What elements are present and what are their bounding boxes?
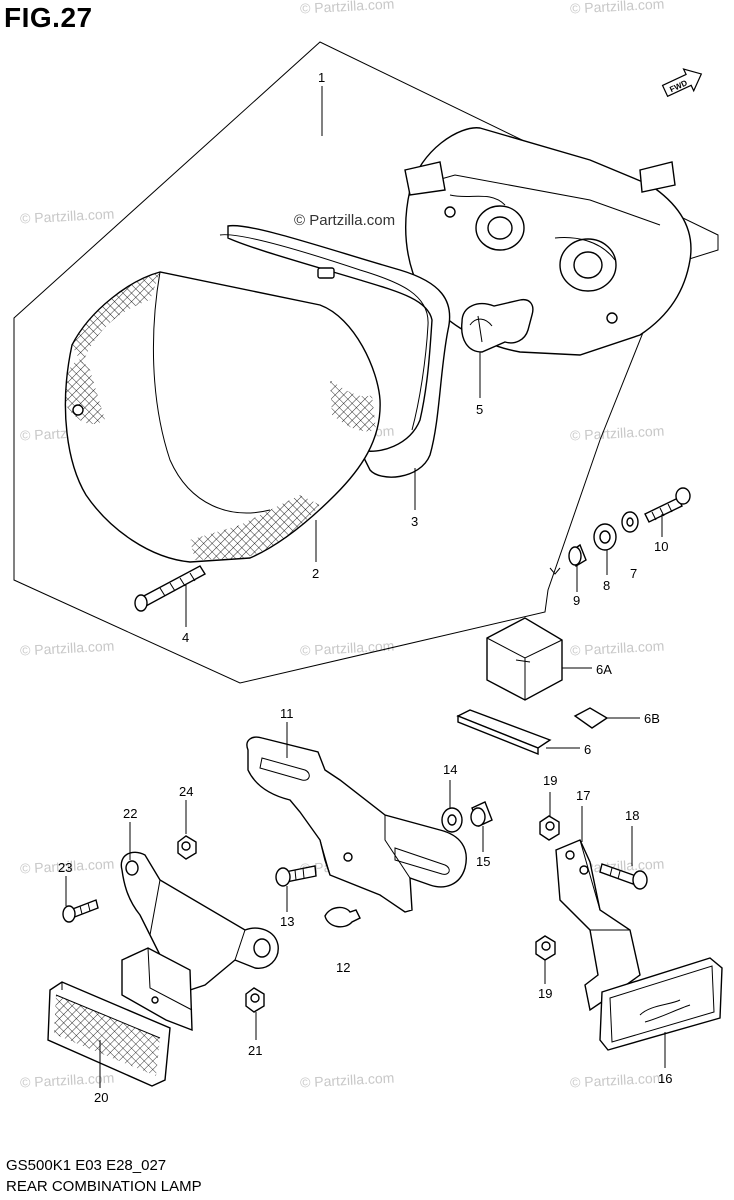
grommet-8 (593, 523, 617, 575)
nut-21 (245, 987, 265, 1040)
plug-12 (324, 906, 361, 928)
callout-12: 12 (336, 960, 350, 975)
screw-23 (62, 876, 99, 923)
bracket-17 (555, 806, 641, 1012)
callout-19-lower: 19 (538, 986, 552, 1001)
callout-13: 13 (280, 914, 294, 929)
callout-17: 17 (576, 788, 590, 803)
cushion-9 (568, 543, 587, 592)
callout-6: 6 (584, 742, 591, 757)
pad-6b (573, 707, 640, 729)
reflector-plate (121, 947, 193, 1032)
callout-9: 9 (573, 593, 580, 608)
cushion-6a (486, 617, 592, 701)
reflector-16 (599, 957, 723, 1068)
nut-19-lower (535, 935, 556, 984)
callout-22: 22 (123, 806, 137, 821)
part-7-bracket (549, 567, 561, 575)
callout-6a: 6A (596, 662, 612, 677)
figure-name: REAR COMBINATION LAMP (6, 1178, 202, 1195)
watermark-center: © Partzilla.com (294, 212, 396, 229)
bolt-13 (275, 865, 317, 912)
callout-19-upper: 19 (543, 773, 557, 788)
callout-11: 11 (280, 706, 294, 721)
lamp-housing (404, 127, 692, 356)
bolt-18 (599, 826, 648, 890)
nut-19-upper (539, 792, 560, 841)
callout-20: 20 (94, 1090, 108, 1105)
bracket-11 (246, 722, 467, 913)
reflector-20 (47, 981, 171, 1088)
callout-21: 21 (248, 1043, 262, 1058)
callout-8: 8 (603, 578, 610, 593)
callout-15: 15 (476, 854, 490, 869)
callout-10: 10 (654, 539, 668, 554)
callout-6b: 6B (644, 711, 660, 726)
bolt-10 (644, 487, 691, 537)
callout-24: 24 (179, 784, 193, 799)
bulb (461, 298, 534, 398)
lens (64, 271, 381, 563)
callout-16: 16 (658, 1071, 672, 1086)
gasket (219, 224, 451, 510)
model-code: GS500K1 E03 E28_027 (6, 1157, 167, 1174)
washer (621, 511, 639, 533)
callout-18: 18 (625, 808, 639, 823)
figure-title: FIG.27 (4, 2, 93, 33)
callout-1: 1 (318, 70, 325, 85)
lens-screw (134, 565, 206, 627)
nut-24 (177, 800, 197, 860)
callout-5: 5 (476, 402, 483, 417)
callout-23: 23 (58, 860, 72, 875)
callout-3: 3 (411, 514, 418, 529)
callout-14: 14 (443, 762, 457, 777)
fwd-arrow-icon: FWD (661, 68, 703, 98)
callout-2: 2 (312, 566, 319, 581)
strip-6 (456, 709, 580, 756)
collar-15 (470, 801, 493, 852)
callout-7: 7 (630, 566, 637, 581)
nut-14 (441, 780, 463, 833)
callout-4: 4 (182, 630, 189, 645)
